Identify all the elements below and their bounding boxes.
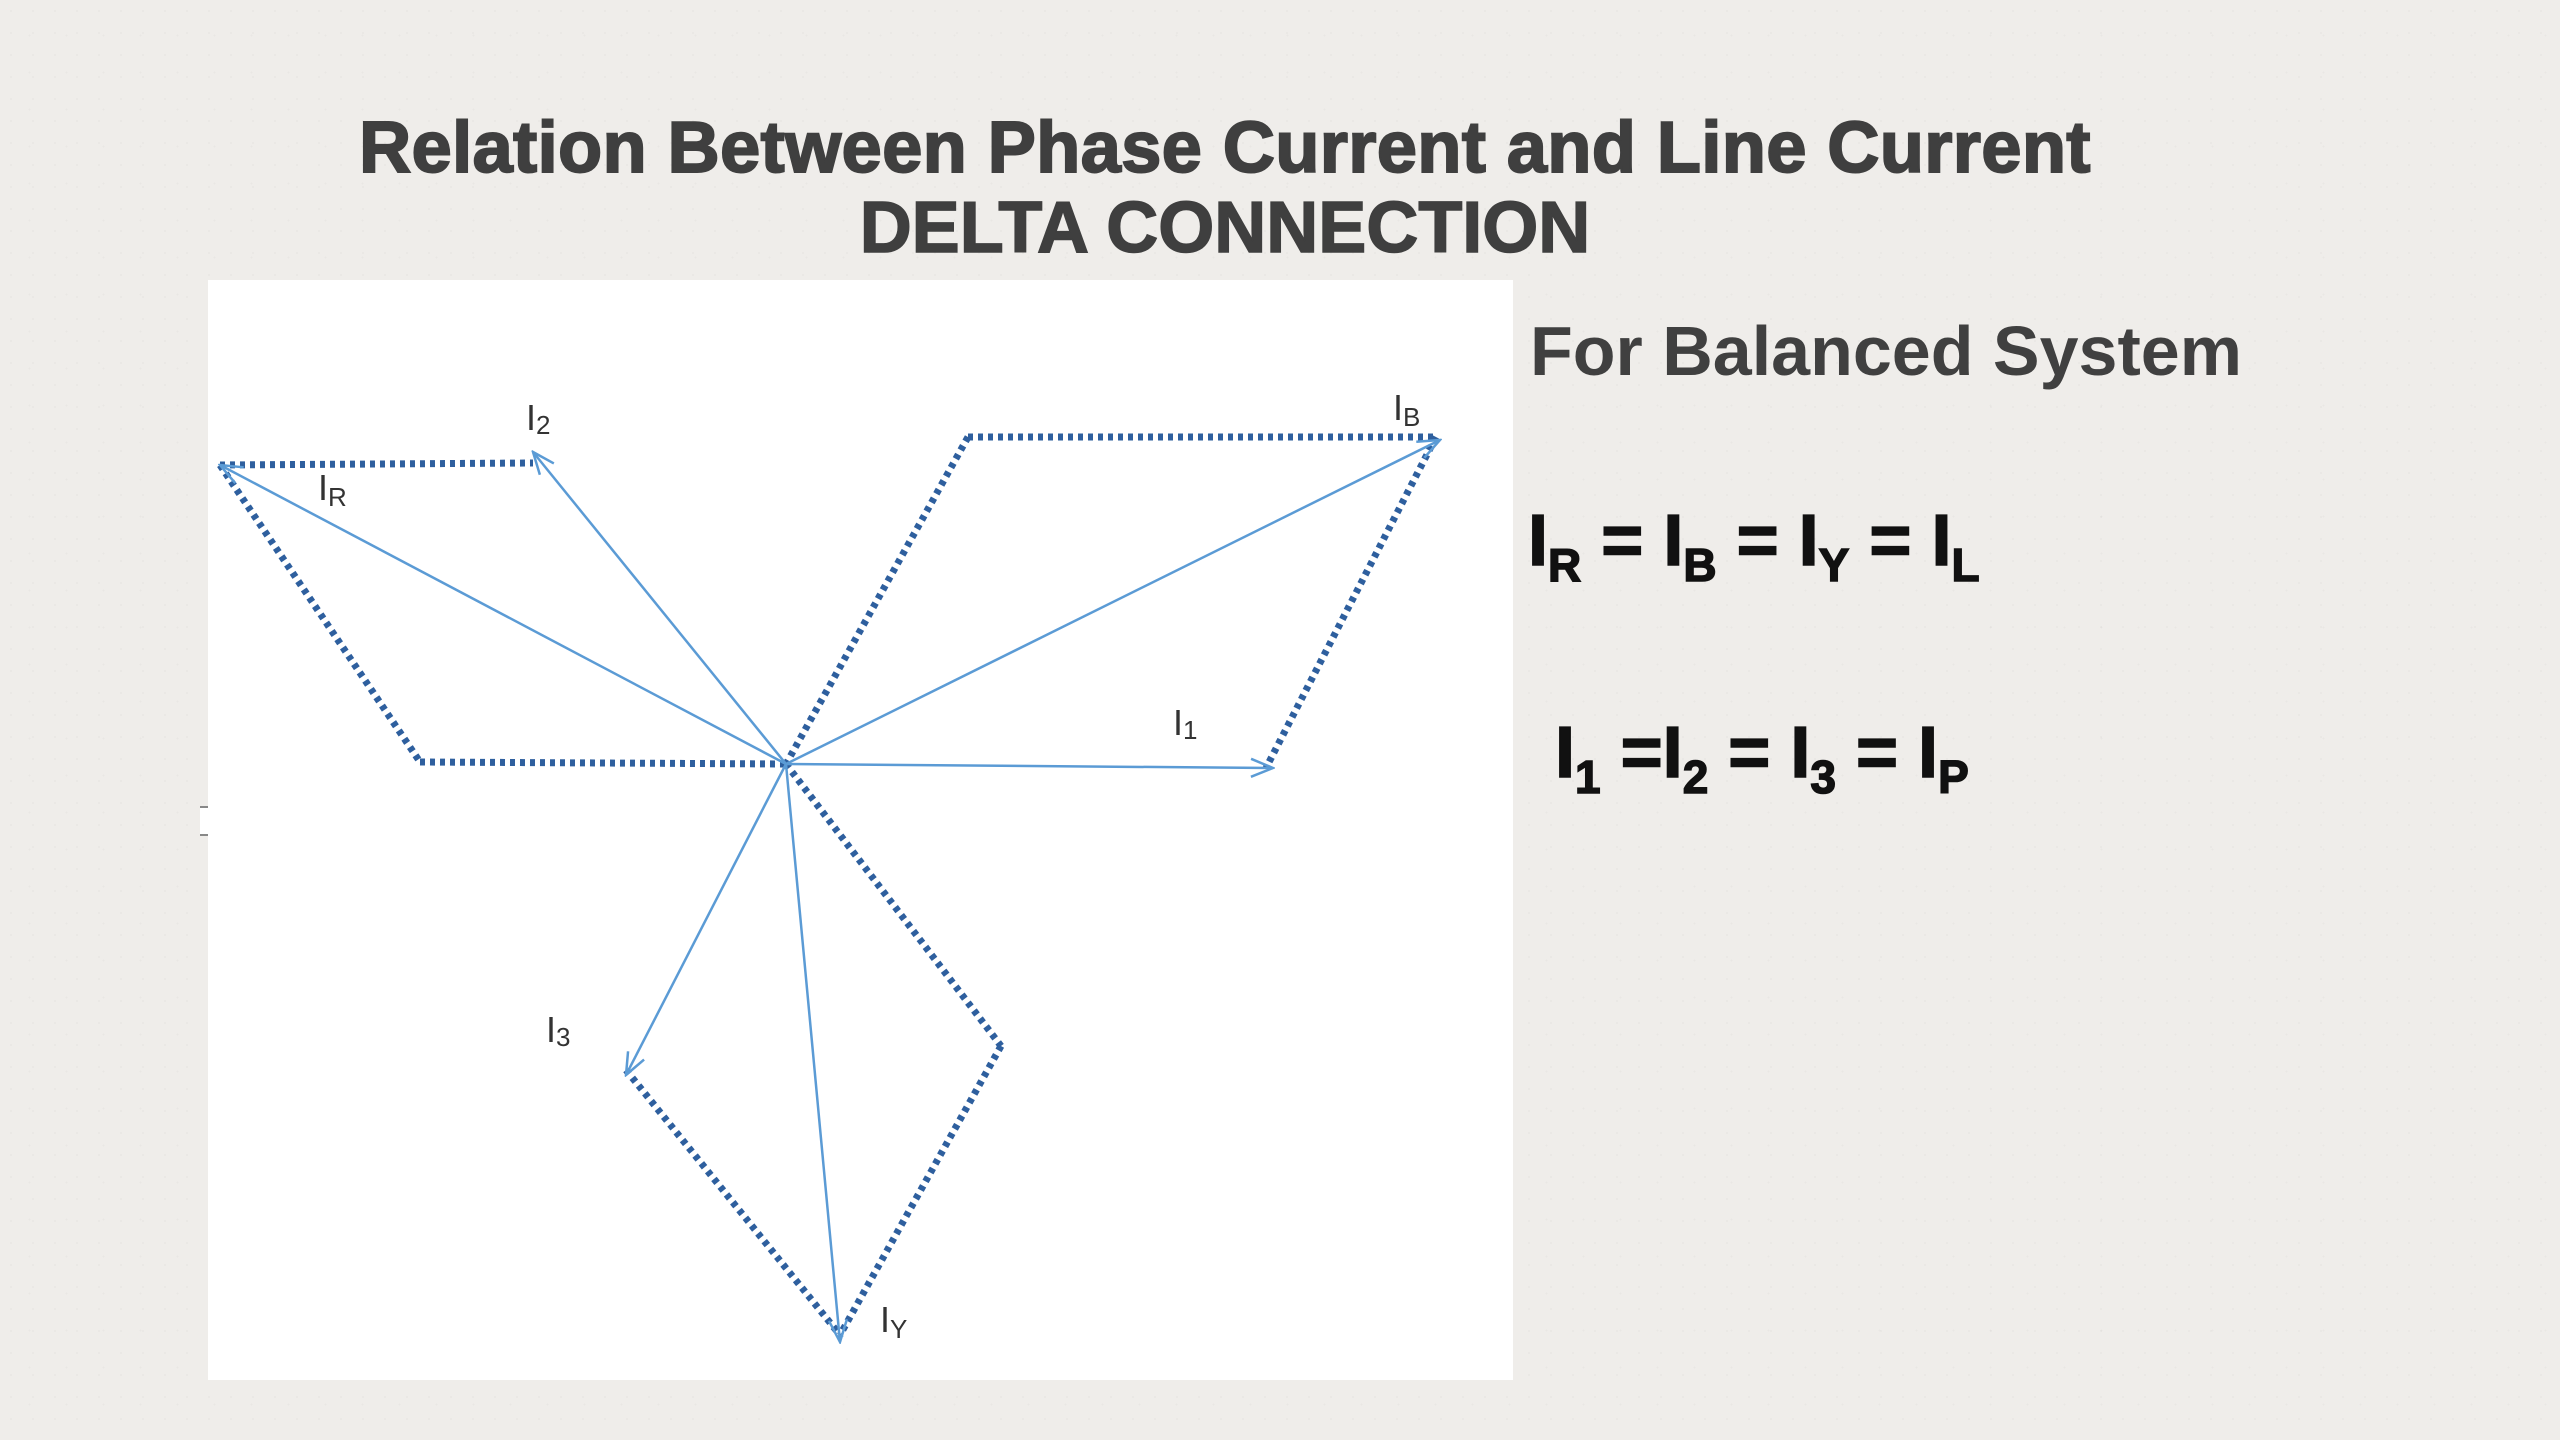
term-il: IL: [1931, 500, 1981, 592]
dotted-line-i3-iy: [623, 1067, 843, 1338]
equals-sign: =: [1855, 712, 1899, 794]
dotted-line-lower-origin: [419, 758, 787, 768]
phasor-ir: [220, 465, 787, 766]
term-ir: IR: [1527, 500, 1582, 592]
slide-title: Relation Between Phase Current and Line …: [200, 107, 2250, 269]
term-ib: IB: [1663, 500, 1718, 592]
equals-sign: =: [1736, 500, 1780, 582]
title-line-1: Relation Between Phase Current and Line …: [358, 107, 2091, 189]
label-i2: I2: [526, 397, 550, 440]
dotted-line-right-iy: [836, 1044, 1005, 1337]
title-line-2: DELTA CONNECTION: [859, 187, 1591, 269]
phasor-i3: [626, 763, 788, 1075]
dotted-line-ir-i2: [219, 459, 534, 469]
phasor-i2: [533, 452, 787, 765]
side-panel: For Balanced System: [1530, 310, 2330, 392]
term-i1: I1: [1554, 712, 1601, 804]
term-iy: IY: [1798, 500, 1850, 592]
equals-sign: =: [1601, 500, 1645, 582]
label-ir: IR: [318, 467, 347, 512]
equals-sign: =: [1869, 500, 1913, 582]
label-iy: IY: [880, 1299, 907, 1344]
phase-current-equation: I1 =I2 = I3 = IP: [1554, 712, 1969, 804]
phasor-ib: [785, 440, 1440, 766]
label-ib: IB: [1393, 387, 1420, 432]
line-current-equation: IR = IB = IY = IL: [1527, 500, 1981, 592]
dotted-line-ir-lower: [217, 463, 423, 764]
dotted-line-origin-right: [783, 761, 1004, 1049]
phasor-diagram: I2 IR IB I1 I3 IY: [208, 280, 1513, 1380]
term-i3: I3: [1790, 712, 1837, 804]
equals-sign: =: [1728, 712, 1772, 794]
term-i2: I2: [1662, 712, 1709, 804]
balanced-system-heading: For Balanced System: [1530, 312, 2242, 390]
phasor-iy: [784, 763, 840, 1342]
phasor-diagram-svg: I2 IR IB I1 I3 IY: [208, 387, 1513, 1380]
label-i1: I1: [1173, 702, 1197, 745]
construction-lines: [217, 433, 1440, 1338]
label-i3: I3: [546, 1009, 570, 1052]
dotted-line-ib-i1: [1262, 435, 1440, 770]
phasor-arrows: [220, 440, 1440, 1342]
phasor-i1: [785, 764, 1273, 768]
term-ip: IP: [1917, 712, 1969, 804]
equals-sign: =: [1620, 712, 1664, 794]
dotted-line-origin-top: [782, 435, 972, 766]
